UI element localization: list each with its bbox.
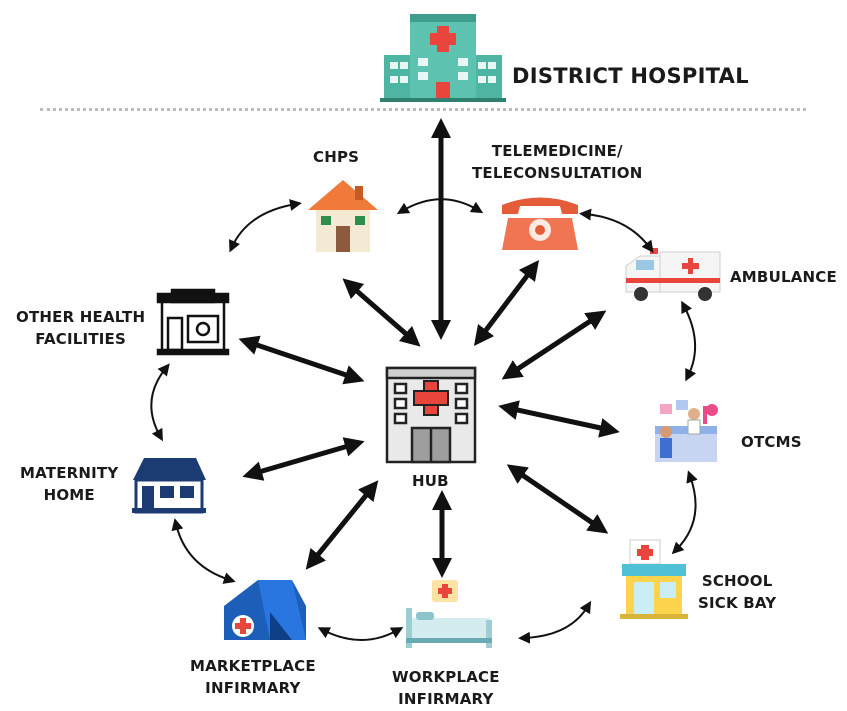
maternity-label-line2: HOME	[43, 486, 95, 504]
other-health-label-line1: OTHER HEALTH	[16, 308, 146, 326]
chps-label: CHPS	[313, 148, 360, 166]
marketplace-label: MARKETPLACE INFIRMARY	[190, 655, 316, 699]
marketplace-label-line1: MARKETPLACE	[190, 657, 316, 675]
arrow-hub-other	[238, 335, 365, 385]
arrow-hub-marketplace	[305, 480, 379, 570]
marketplace-label-line2: INFIRMARY	[205, 679, 301, 697]
otcms-label: OTCMS	[741, 433, 802, 451]
hospital-bed-icon	[406, 580, 492, 648]
hub-label: HUB	[412, 472, 449, 490]
arrow-marketplace-maternity	[171, 518, 236, 584]
school-label-line1: SCHOOL	[701, 572, 773, 590]
workplace-label-line1: WORKPLACE	[392, 668, 500, 686]
hub-cross-icon	[413, 380, 449, 416]
telemedicine-label-line2: TELECONSULTATION	[472, 164, 643, 182]
other-health-label-line2: FACILITIES	[35, 330, 126, 348]
telemedicine-label-line1: TELEMEDICINE/	[491, 142, 623, 160]
ambulance-icon	[625, 248, 721, 301]
divider-line	[40, 108, 806, 111]
school-label-line2: SICK BAY	[698, 594, 777, 612]
telemedicine-label: TELEMEDICINE/ TELECONSULTATION	[472, 140, 643, 184]
district-hospital-label: DISTRICT HOSPITAL	[512, 64, 749, 88]
arrow-school-workplace	[518, 600, 592, 644]
arrow-telemedicine-ambulance	[579, 208, 654, 253]
peer-arrows	[150, 198, 698, 644]
arrow-hub-otcms	[498, 400, 620, 438]
arrow-hub-school	[506, 464, 609, 534]
hub-arrows	[238, 118, 620, 578]
other-health-label: OTHER HEALTH FACILITIES	[16, 306, 145, 350]
workplace-label-line2: INFIRMARY	[398, 690, 494, 708]
arrow-hub-telemedicine	[473, 260, 540, 346]
arrow-hub-ambulance	[501, 310, 607, 380]
hospital-building-icon	[380, 14, 506, 102]
school-label: SCHOOL SICK BAY	[698, 570, 776, 614]
tent-icon	[224, 580, 306, 640]
house-icon	[308, 180, 378, 252]
telephone-icon	[502, 197, 578, 250]
maternity-home-icon	[132, 458, 206, 514]
arrow-hub-maternity	[242, 437, 365, 481]
pharmacy-counter-icon	[655, 400, 718, 462]
clinic-icon	[156, 288, 230, 356]
arrow-chps-telemedicine	[396, 198, 484, 215]
workplace-label: WORKPLACE INFIRMARY	[392, 666, 500, 710]
arrow-maternity-other	[150, 363, 170, 442]
arrow-hub-chps	[342, 278, 421, 347]
arrow-otcms-school	[671, 470, 698, 555]
ambulance-label: AMBULANCE	[730, 268, 837, 286]
school-sickbay-icon	[620, 539, 688, 619]
arrow-chps-other	[229, 199, 302, 253]
arrow-ambulance-otcms	[681, 300, 697, 382]
arrow-workplace-marketplace	[317, 627, 404, 641]
maternity-label: MATERNITY HOME	[20, 462, 118, 506]
maternity-label-line1: MATERNITY	[20, 464, 119, 482]
